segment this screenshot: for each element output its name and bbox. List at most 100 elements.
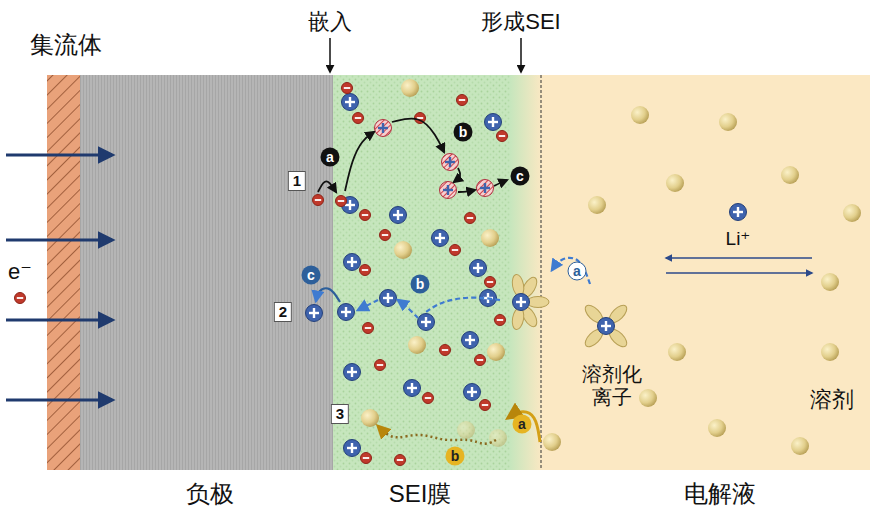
plus-sign xyxy=(484,183,486,193)
plus-sign xyxy=(492,117,494,127)
minus-sign xyxy=(487,281,493,283)
pathway-arrow xyxy=(398,300,418,318)
plus-sign xyxy=(447,185,449,195)
plus-sign xyxy=(469,335,471,345)
minus-sign xyxy=(338,200,344,202)
solvent-molecule xyxy=(631,106,649,124)
electron-arrow xyxy=(6,399,112,402)
migration-arrow xyxy=(666,257,812,258)
plus-sign xyxy=(351,443,353,453)
reduced-ion xyxy=(442,154,459,171)
lithium-ion xyxy=(306,305,323,322)
callout-number: 2 xyxy=(274,302,292,322)
pointer-label: 嵌入 xyxy=(308,9,352,34)
minus-sign xyxy=(425,397,431,399)
minus-sign xyxy=(377,364,383,366)
anion xyxy=(423,393,434,404)
pathway-arrow xyxy=(316,288,340,302)
minus-sign xyxy=(499,135,505,137)
anion xyxy=(342,83,353,94)
lithium-ion xyxy=(344,254,361,271)
minus-sign xyxy=(497,319,503,321)
solvent-molecule xyxy=(543,433,561,451)
anion xyxy=(380,230,391,241)
plus-sign xyxy=(349,97,351,107)
art-part xyxy=(6,38,861,466)
step-letter: b xyxy=(446,447,465,466)
plus-sign xyxy=(351,257,353,267)
plus-sign xyxy=(449,157,451,167)
minus-sign xyxy=(363,457,369,459)
lithium-ion xyxy=(513,294,530,311)
electron-arrow xyxy=(6,319,112,322)
minus-sign xyxy=(459,99,465,101)
reduced-ion xyxy=(477,180,494,197)
anion xyxy=(360,265,371,276)
callout-number: 1 xyxy=(288,171,306,191)
minus-sign xyxy=(344,87,350,89)
plus-sign xyxy=(351,367,353,377)
lithium-ion xyxy=(404,380,421,397)
anion xyxy=(375,360,386,371)
solvent-molecule xyxy=(489,429,507,447)
pathway-arrow xyxy=(378,426,496,444)
minus-sign xyxy=(365,327,371,329)
anion xyxy=(495,315,506,326)
anion xyxy=(15,293,26,304)
plus-sign xyxy=(471,387,473,397)
plus-sign xyxy=(520,297,522,307)
pathway-arrow xyxy=(458,190,475,192)
region-band: 负极 xyxy=(80,75,333,470)
solvent-molecule xyxy=(791,437,809,455)
region-label: SEI膜 xyxy=(389,480,452,508)
lithium-ion xyxy=(485,114,502,131)
anion xyxy=(353,113,364,124)
anion xyxy=(465,213,476,224)
pathway-arrow xyxy=(494,180,507,186)
minus-sign xyxy=(17,297,23,299)
solvent-molecule xyxy=(394,241,412,259)
anion xyxy=(475,355,486,366)
pathway-arrow xyxy=(392,119,444,152)
step-letter: a xyxy=(568,262,587,281)
plus-sign xyxy=(349,200,351,210)
pathway-arrow xyxy=(508,412,540,442)
collector-fill xyxy=(47,75,80,470)
minus-sign xyxy=(397,459,403,461)
plus-sign xyxy=(439,233,441,243)
solvent-molecule xyxy=(639,389,657,407)
anion xyxy=(457,95,468,106)
electron-arrow xyxy=(6,154,112,157)
step-letter: a xyxy=(321,148,340,167)
reduced-ion xyxy=(375,120,392,137)
minus-sign xyxy=(452,249,458,251)
anion xyxy=(360,210,371,221)
solvent-molecule xyxy=(457,421,475,439)
minus-sign xyxy=(315,199,321,201)
plus-sign xyxy=(345,307,347,317)
pointer-arrow xyxy=(329,38,331,72)
plus-sign xyxy=(425,317,427,327)
pointer-label: 形成SEI xyxy=(481,9,560,34)
anion xyxy=(336,196,347,207)
solvent-molecule xyxy=(821,343,839,361)
anion xyxy=(361,453,372,464)
plus-sign xyxy=(605,321,607,331)
lithium-ion xyxy=(432,230,449,247)
solvent-molecule xyxy=(481,229,499,247)
lithium-ion xyxy=(470,260,487,277)
solvent-molecule xyxy=(588,196,606,214)
pathway-arrow xyxy=(318,181,336,192)
step-letter: c xyxy=(511,167,530,186)
solvent-molecule xyxy=(361,409,379,427)
plus-sign xyxy=(397,210,399,220)
ion-label: Li⁺ xyxy=(726,228,751,250)
minus-sign xyxy=(355,117,361,119)
lithium-ion xyxy=(380,290,397,307)
minus-sign xyxy=(442,349,448,351)
minus-sign xyxy=(362,214,368,216)
region-label: 电解液 xyxy=(684,480,756,508)
minus-sign xyxy=(467,217,473,219)
anion xyxy=(497,131,508,142)
minus-sign xyxy=(382,234,388,236)
